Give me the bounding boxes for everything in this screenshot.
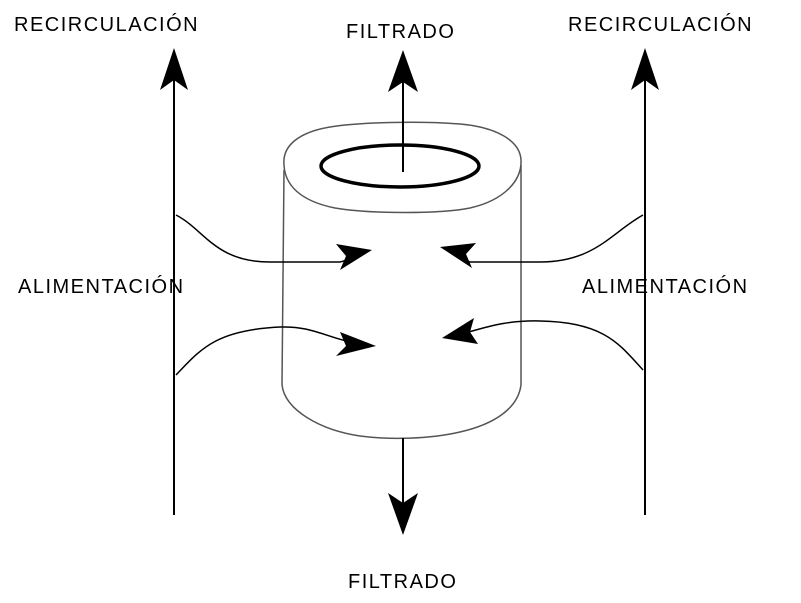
- feed-left-lower-arrow: [175, 326, 376, 376]
- feed-left-label: ALIMENTACIÓN: [18, 275, 185, 298]
- filtrate-top-arrow: [388, 50, 418, 172]
- feed-right-label: ALIMENTACIÓN: [582, 275, 749, 298]
- membrane-cylinder: [281, 121, 522, 440]
- filtrate-bottom-label: FILTRADO: [348, 571, 457, 593]
- recirculation-left-arrow: [160, 48, 188, 515]
- recirculation-left-label: RECIRCULACIÓN: [14, 13, 199, 36]
- recirculation-right-arrow: [631, 48, 659, 515]
- feed-left-upper-arrow: [175, 214, 372, 270]
- inner-tube-opening: [319, 143, 481, 189]
- feed-right-upper-arrow: [440, 214, 644, 268]
- feed-right-lower-arrow: [442, 318, 644, 371]
- recirculation-right-label: RECIRCULACIÓN: [568, 13, 753, 36]
- filtrate-top-label: FILTRADO: [346, 21, 455, 43]
- filtrate-bottom-arrow: [388, 438, 418, 535]
